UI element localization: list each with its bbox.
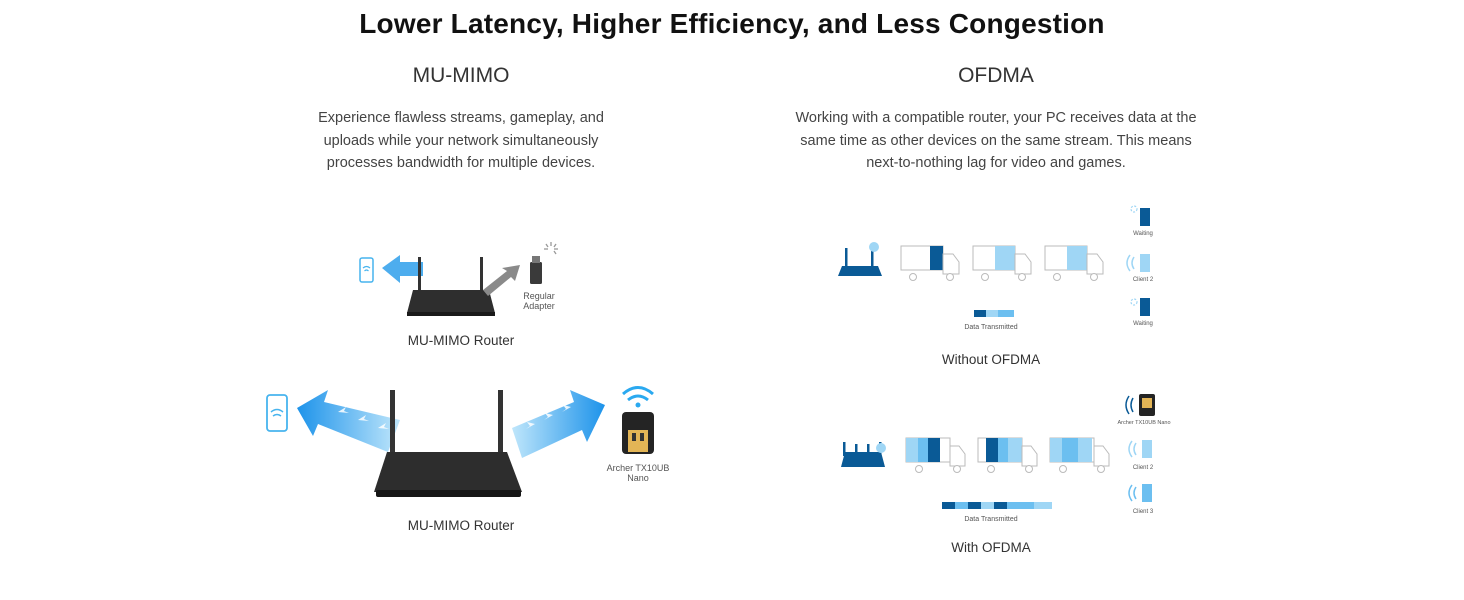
phone-icon xyxy=(359,257,374,283)
mu-mimo-description-line: processes bandwidth for multiple devices… xyxy=(326,155,596,171)
mu-mimo-router-caption-bottom: MU-MIMO Router xyxy=(407,518,515,533)
adapter-label-line: Adapter xyxy=(523,301,555,311)
mu-mimo-router-caption-top: MU-MIMO Router xyxy=(407,333,515,348)
client-label: Client 3 xyxy=(1132,509,1154,515)
phone-icon xyxy=(266,394,288,432)
arrow-left-icon xyxy=(382,255,423,283)
adapter-label-line: Regular xyxy=(523,291,555,301)
without-ofdma-diagram xyxy=(838,205,1150,317)
arrow-right-icon xyxy=(483,265,520,296)
ofdma-description: Working with a compatible router, your P… xyxy=(746,107,1246,175)
regular-adapter-label: Regular Adapter xyxy=(510,291,568,311)
truck-icon xyxy=(1049,437,1110,473)
ofdma-description-line: same time as other devices on the same s… xyxy=(800,132,1192,149)
ofdma-description-line: Working with a compatible router, your P… xyxy=(795,110,1197,126)
client-device-icon xyxy=(1130,205,1150,226)
archer-adapter-label: Archer TX10UB Nano xyxy=(600,463,676,483)
router-icon xyxy=(841,442,886,467)
ofdma-description-line: next-to-nothing lag for video and games. xyxy=(866,155,1126,171)
with-ofdma-diagram xyxy=(841,394,1155,509)
router-icon xyxy=(407,257,495,316)
truck-icon xyxy=(972,245,1032,281)
client-label: Waiting xyxy=(1133,321,1153,327)
client-device-icon xyxy=(1126,254,1150,272)
client-label: Waiting xyxy=(1133,231,1153,237)
adapter-label-line: Archer TX10UB xyxy=(606,463,670,473)
archer-nano-adapter-icon xyxy=(1125,394,1155,416)
truck-icon xyxy=(905,437,966,473)
adapter-label-line: Nano xyxy=(627,473,649,483)
data-transmitted-bar xyxy=(942,502,1052,509)
data-transmitted-label: Data Transmitted xyxy=(964,516,1018,523)
router-icon xyxy=(838,242,882,276)
archer-nano-adapter-icon xyxy=(622,412,654,454)
truck-icon xyxy=(977,437,1038,473)
usb-adapter-icon xyxy=(530,256,542,284)
ofdma-title: OFDMA xyxy=(958,64,1034,87)
client-label: Archer TX10UB Nano xyxy=(1117,420,1171,426)
client-label: Client 2 xyxy=(1132,277,1154,283)
client-device-icon xyxy=(1128,440,1152,458)
truck-icon xyxy=(900,245,960,281)
client-label: Client 2 xyxy=(1132,465,1154,471)
wifi-icon xyxy=(622,386,654,408)
mu-mimo-archer-diagram xyxy=(266,386,654,497)
mu-mimo-regular-diagram xyxy=(359,242,558,316)
with-ofdma-caption: With OFDMA xyxy=(951,540,1031,555)
page-headline: Lower Latency, Higher Efficiency, and Le… xyxy=(359,8,1105,39)
without-ofdma-caption: Without OFDMA xyxy=(941,352,1041,367)
mu-mimo-title: MU-MIMO xyxy=(412,64,510,87)
loading-spinner-icon xyxy=(544,242,558,255)
mu-mimo-description-line: uploads while your network simultaneousl… xyxy=(323,132,599,149)
mu-mimo-description: Experience flawless streams, gameplay, a… xyxy=(261,107,661,175)
data-transmitted-bar xyxy=(974,310,1014,317)
truck-icon xyxy=(1044,245,1104,281)
client-device-icon xyxy=(1130,298,1150,316)
client-device-icon xyxy=(1128,484,1152,502)
router-icon xyxy=(374,390,522,497)
arrow-left-icon xyxy=(297,390,400,452)
arrow-right-icon xyxy=(512,390,605,458)
mu-mimo-description-line: Experience flawless streams, gameplay, a… xyxy=(318,110,604,126)
data-transmitted-label: Data Transmitted xyxy=(964,324,1018,331)
